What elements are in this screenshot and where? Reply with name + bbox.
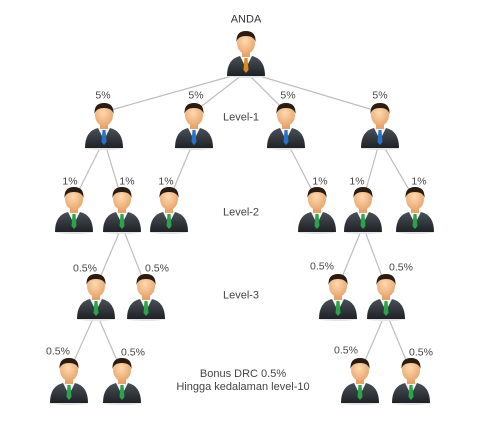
- bonus-note-line2: Hingga kedalaman level-10: [176, 381, 310, 393]
- businessman-icon: [389, 355, 433, 405]
- pct-label: 1%: [411, 175, 427, 188]
- bonus-note: Bonus DRC 0.5% Hingga kedalaman level-10: [176, 368, 309, 394]
- pct-label: 5%: [372, 89, 388, 102]
- businessman-icon: [124, 271, 168, 321]
- businessman-icon: [147, 184, 191, 234]
- pct-label: 1%: [312, 175, 328, 188]
- pct-label: 0.5%: [46, 345, 70, 358]
- businessman-icon: [358, 100, 402, 150]
- connector-line: [193, 71, 247, 113]
- pct-label: 1%: [349, 175, 365, 188]
- level-3-label: Level-3: [222, 289, 260, 302]
- bonus-note-line1: Bonus DRC 0.5%: [199, 368, 287, 380]
- connector-line: [245, 71, 381, 113]
- pct-label: 1%: [119, 175, 135, 188]
- businessman-icon: [47, 355, 91, 405]
- root-label: ANDA: [230, 13, 262, 26]
- pct-label: 0.5%: [310, 260, 334, 273]
- businessman-icon: [82, 100, 126, 150]
- pct-label: 0.5%: [334, 344, 358, 357]
- businessman-icon: [224, 28, 268, 78]
- connector-line: [103, 71, 247, 113]
- businessman-icon: [341, 184, 385, 234]
- pct-label: 1%: [158, 175, 174, 188]
- level-2-label: Level-2: [222, 206, 260, 219]
- businessman-icon: [393, 184, 437, 234]
- businessman-icon: [172, 100, 216, 150]
- businessman-icon: [52, 184, 96, 234]
- businessman-icon: [338, 355, 382, 405]
- businessman-icon: [74, 271, 118, 321]
- businessman-icon: [264, 100, 308, 150]
- pct-label: 1%: [62, 175, 78, 188]
- level-1-label: Level-1: [222, 111, 260, 124]
- businessman-icon: [364, 271, 408, 321]
- pct-label: 0.5%: [121, 346, 145, 359]
- businessman-icon: [316, 271, 360, 321]
- businessman-icon: [295, 184, 339, 234]
- pct-label: 0.5%: [389, 261, 413, 274]
- businessman-icon: [100, 184, 144, 234]
- pct-label: 0.5%: [409, 346, 433, 359]
- pct-label: 5%: [280, 89, 296, 102]
- pct-label: 5%: [95, 89, 111, 102]
- pct-label: 0.5%: [145, 262, 169, 275]
- businessman-icon: [100, 355, 144, 405]
- pct-label: 5%: [188, 89, 204, 102]
- pct-label: 0.5%: [73, 262, 97, 275]
